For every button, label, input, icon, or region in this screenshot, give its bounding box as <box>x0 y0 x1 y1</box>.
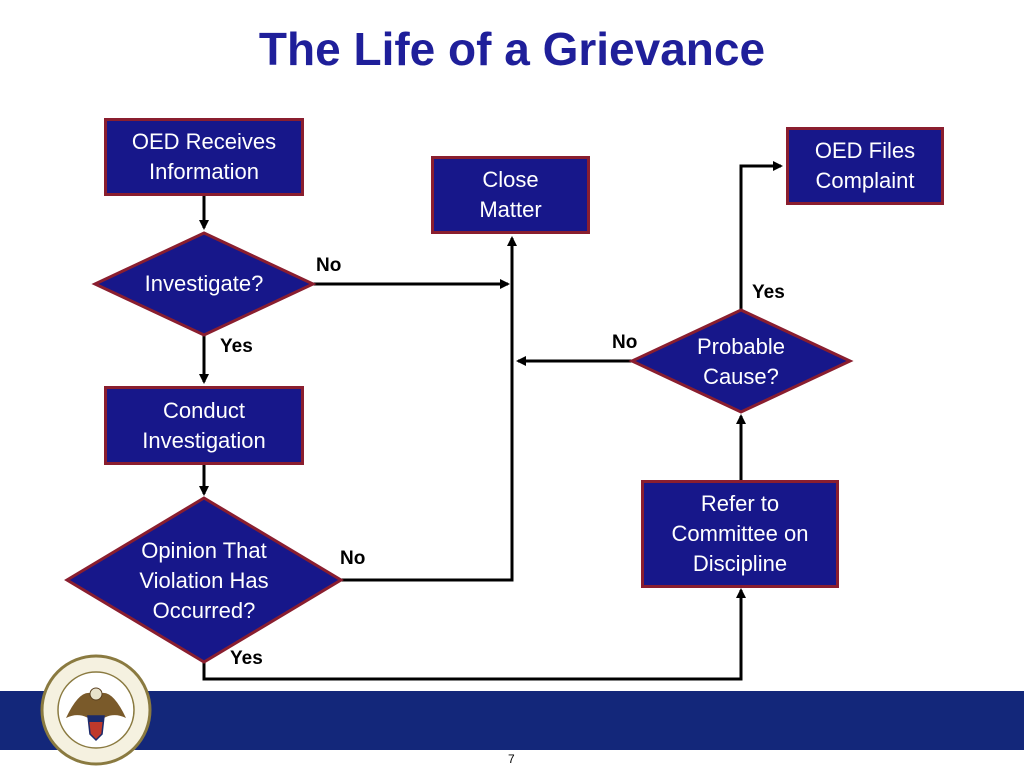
opinion-diamond <box>64 496 344 664</box>
edge-label-probable-no: No <box>612 332 638 353</box>
node-probable-cause-label: Probable Cause? <box>696 334 786 389</box>
node-refer-to-committee: Refer to Committee on Discipline <box>641 480 839 588</box>
edge-label-probable-yes: Yes <box>752 282 785 303</box>
investigate-diamond <box>91 231 317 337</box>
probable-diamond <box>628 308 854 414</box>
slide-title: The Life of a Grievance <box>258 23 766 75</box>
node-conduct-investigation: Conduct Investigation <box>104 386 304 465</box>
edge-label-investigate-no: No <box>316 255 342 276</box>
edge-label-opinion-no: No <box>340 548 366 569</box>
uspto-seal-icon <box>40 654 152 766</box>
arrow-opinion-no-to-close <box>338 236 517 582</box>
footer-band <box>0 691 1024 750</box>
node-investigate-label: Investigate? <box>144 271 264 296</box>
node-opinion-label: Opinion That Violation Has Occurred? <box>139 538 269 623</box>
arrow-probable-to-files <box>739 161 783 310</box>
node-oed-receives-information: OED Receives Information <box>104 118 304 196</box>
node-close-matter: Close Matter <box>431 156 590 234</box>
node-oed-files-complaint: OED Files Complaint <box>786 127 944 205</box>
edge-label-opinion-yes: Yes <box>230 648 263 669</box>
page-number: 7 <box>508 752 515 766</box>
edge-label-investigate-yes: Yes <box>220 336 253 357</box>
arrow-opinion-yes-to-refer <box>202 588 746 681</box>
